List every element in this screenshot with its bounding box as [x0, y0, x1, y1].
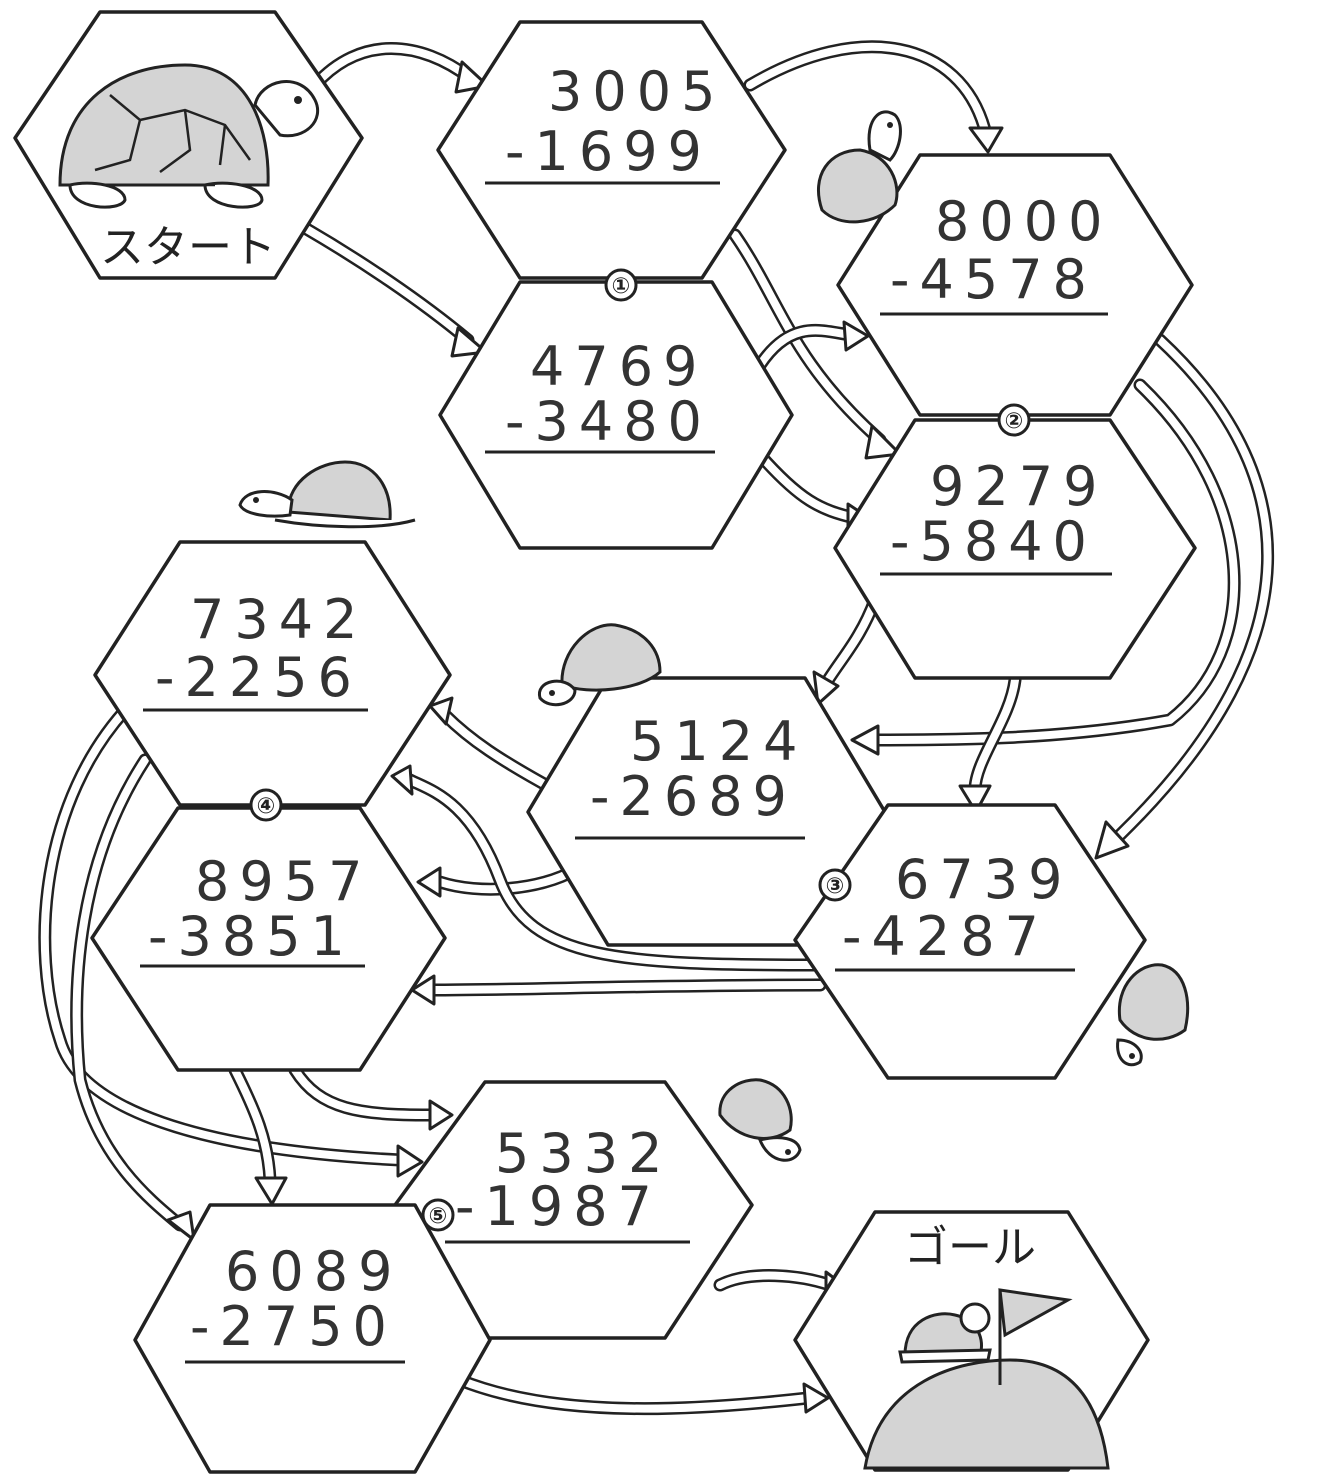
arrow-9279-to-6739 [960, 680, 1015, 812]
minuend: 6739 [895, 848, 1072, 911]
arrow-9279-to-5124 [814, 600, 875, 704]
turtle-illustration [240, 462, 415, 527]
subtrahend: -4578 [890, 248, 1097, 311]
start-label: スタート [100, 222, 276, 273]
subtrahend: -1699 [505, 120, 712, 183]
subtrahend: -2256 [155, 646, 362, 709]
minuend: 8000 [935, 190, 1112, 253]
arrow-6739-to-8957 [412, 976, 820, 1004]
turtle-illustration [1118, 965, 1188, 1065]
minuend: 8957 [195, 850, 372, 913]
problem-cell: 8957 -3851 ④ [92, 790, 445, 1070]
arrow-8957-to-5332 [295, 1070, 452, 1129]
minuend: 5124 [630, 710, 807, 773]
problem-cell: 4769 -3480 ① [440, 270, 792, 548]
goal-label: ゴール [904, 1222, 1036, 1273]
subtrahend: -2750 [190, 1295, 397, 1358]
minuend: 7342 [190, 588, 367, 651]
subtrahend: -3851 [148, 905, 355, 968]
problem-number: ② [1005, 409, 1024, 434]
arrow-5124-to-7342 [430, 698, 555, 790]
turtle-illustration [818, 112, 900, 222]
turtle-illustration [720, 1080, 800, 1160]
minuend: 9279 [930, 455, 1107, 518]
arrow-start-to-4769 [305, 228, 486, 356]
arrow-start-to-3005 [315, 48, 488, 92]
minuend: 4769 [530, 335, 707, 398]
problem-number: ⑤ [429, 1204, 448, 1229]
arrow-6089-to-goal [460, 1380, 828, 1412]
problem-number: ③ [826, 874, 845, 899]
minuend: 6089 [225, 1240, 402, 1303]
problem-cell: 6089 -2750 ⑤ [135, 1200, 490, 1472]
subtrahend: -2689 [590, 765, 797, 828]
subtrahend: -5840 [890, 510, 1097, 573]
minuend: 3005 [548, 60, 725, 123]
subtrahend: -1987 [455, 1175, 662, 1238]
subtrahend: -3480 [505, 390, 712, 453]
problem-number: ④ [257, 794, 276, 819]
problem-number: ① [612, 274, 631, 299]
goal-cell: ゴール [795, 1212, 1148, 1470]
subtrahend: -4287 [842, 905, 1049, 968]
